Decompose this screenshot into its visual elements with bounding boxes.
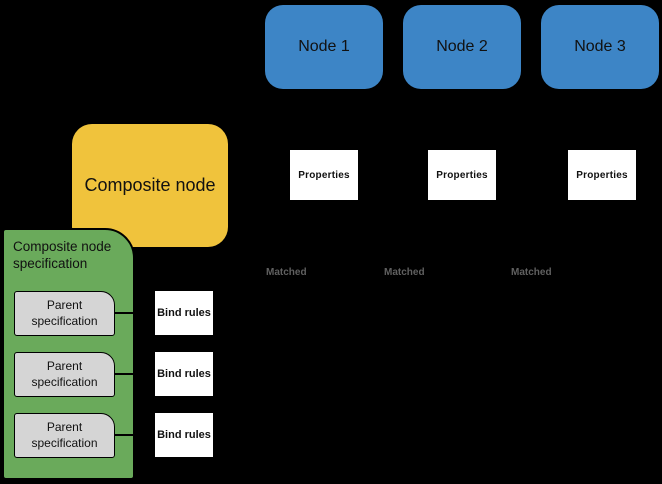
properties-box-3: Properties [568,150,636,200]
matched-label-2: Matched [384,267,425,278]
parent-specification-3: Parent specification [14,413,115,458]
connector-line-2 [113,373,155,375]
node-3: Node 3 [541,5,659,89]
parent-specification-2: Parent specification [14,352,115,397]
bind-rules-3: Bind rules [155,413,213,457]
bind-rules-2: Bind rules [155,352,213,396]
node-1: Node 1 [265,5,383,89]
specification-title: Composite node specification [13,239,112,272]
connector-line-1 [113,312,155,314]
parent-specification-1: Parent specification [14,291,115,336]
node-2: Node 2 [403,5,521,89]
properties-box-1: Properties [290,150,358,200]
composite-node: Composite node [72,124,228,247]
connector-line-3 [113,434,155,436]
matched-label-1: Matched [266,267,307,278]
properties-box-2: Properties [428,150,496,200]
bind-rules-1: Bind rules [155,291,213,335]
matched-label-3: Matched [511,267,552,278]
